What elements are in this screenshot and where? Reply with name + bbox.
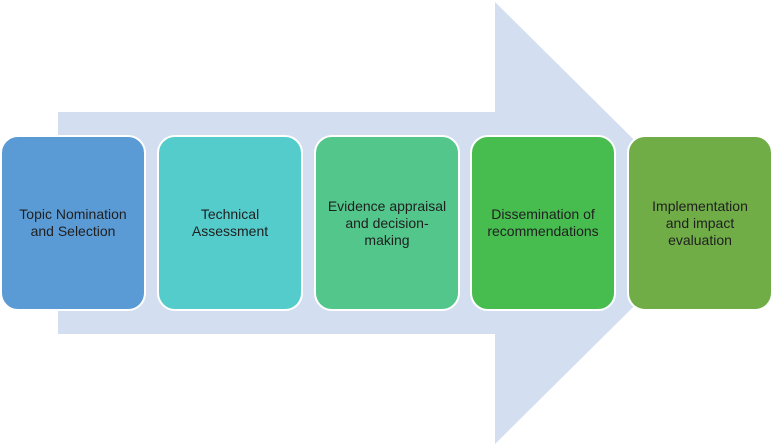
step-label: Technical Assessment xyxy=(191,206,269,239)
step-dissemination: Dissemination of recommendations xyxy=(470,135,616,311)
step-topic-nomination: Topic Nomination and Selection xyxy=(0,135,146,311)
step-label: Evidence appraisal and decision-making xyxy=(327,197,447,248)
step-technical-assessment: Technical Assessment xyxy=(157,135,303,311)
step-evidence-appraisal: Evidence appraisal and decision-making xyxy=(314,135,460,311)
step-label: Topic Nomination and Selection xyxy=(19,206,127,239)
step-implementation: Implementation and impact evaluation xyxy=(627,135,773,311)
step-label: Implementation and impact evaluation xyxy=(652,197,748,248)
step-label: Dissemination of recommendations xyxy=(487,206,599,239)
